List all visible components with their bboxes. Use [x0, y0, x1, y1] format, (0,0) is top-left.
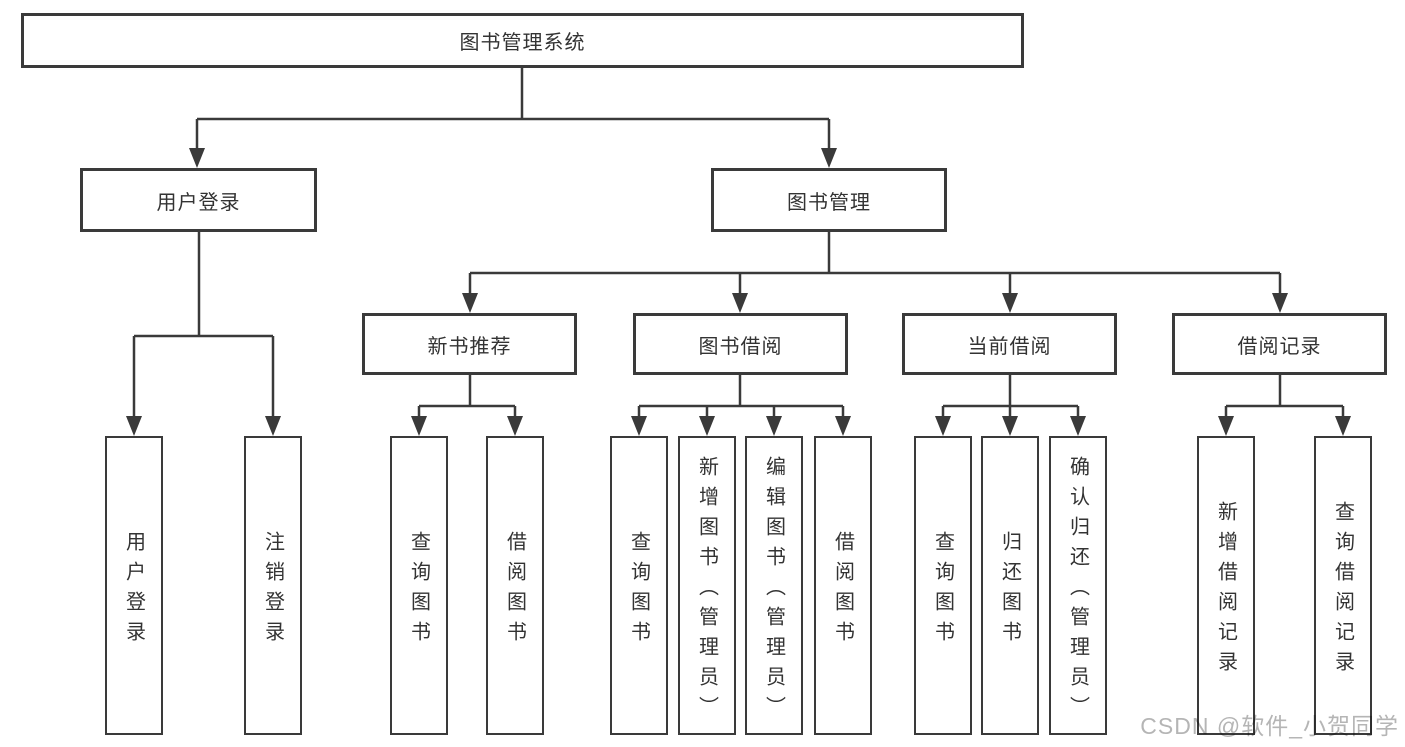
- node-label: 查询图书: [627, 530, 650, 651]
- leaf-query-books-current: 查询图书: [914, 436, 972, 735]
- node-label: 图书借阅: [698, 335, 783, 358]
- node-label: 借阅图书: [503, 530, 526, 651]
- node-label: 新书推荐: [427, 335, 512, 358]
- node-label: 确认归还（管理员）: [1066, 455, 1089, 726]
- leaf-borrow-books-recommend: 借阅图书: [486, 436, 544, 735]
- node-label: 新增图书（管理员）: [695, 455, 718, 726]
- node-label: 借阅图书: [831, 530, 854, 651]
- node-new-book-recommend: 新书推荐: [362, 313, 577, 375]
- node-book-management: 图书管理: [711, 168, 947, 232]
- leaf-return-books: 归还图书: [981, 436, 1039, 735]
- node-label: 当前借阅: [967, 335, 1052, 358]
- node-current-borrow: 当前借阅: [902, 313, 1117, 375]
- leaf-user-login: 用户登录: [105, 436, 163, 735]
- leaf-query-books-borrow: 查询图书: [610, 436, 668, 735]
- node-user-login: 用户登录: [80, 168, 317, 232]
- node-book-borrow: 图书借阅: [633, 313, 848, 375]
- node-label: 用户登录: [122, 530, 145, 651]
- node-label: 图书管理系统: [459, 32, 586, 54]
- node-label: 新增借阅记录: [1214, 500, 1237, 681]
- node-label: 查询借阅记录: [1331, 500, 1354, 681]
- node-label: 查询图书: [931, 530, 954, 651]
- node-label: 图书管理: [787, 191, 871, 214]
- leaf-confirm-return-admin: 确认归还（管理员）: [1049, 436, 1107, 735]
- node-label: 用户登录: [156, 191, 241, 214]
- leaf-query-borrow-record: 查询借阅记录: [1314, 436, 1372, 735]
- leaf-logout: 注销登录: [244, 436, 302, 735]
- csdn-watermark: CSDN @软件_小贺同学: [1140, 713, 1399, 739]
- node-borrow-records: 借阅记录: [1172, 313, 1387, 375]
- node-label: 借阅记录: [1237, 335, 1322, 358]
- leaf-add-borrow-record: 新增借阅记录: [1197, 436, 1255, 735]
- node-label: 编辑图书（管理员）: [762, 455, 785, 726]
- node-label: 归还图书: [998, 530, 1021, 651]
- node-label: 注销登录: [261, 530, 284, 651]
- node-label: 查询图书: [407, 530, 430, 651]
- leaf-query-books-recommend: 查询图书: [390, 436, 448, 735]
- leaf-borrow-books: 借阅图书: [814, 436, 872, 735]
- node-root: 图书管理系统: [21, 13, 1024, 68]
- arrowheads: [126, 148, 1351, 436]
- leaf-add-books-admin: 新增图书（管理员）: [678, 436, 736, 735]
- leaf-edit-books-admin: 编辑图书（管理员）: [745, 436, 803, 735]
